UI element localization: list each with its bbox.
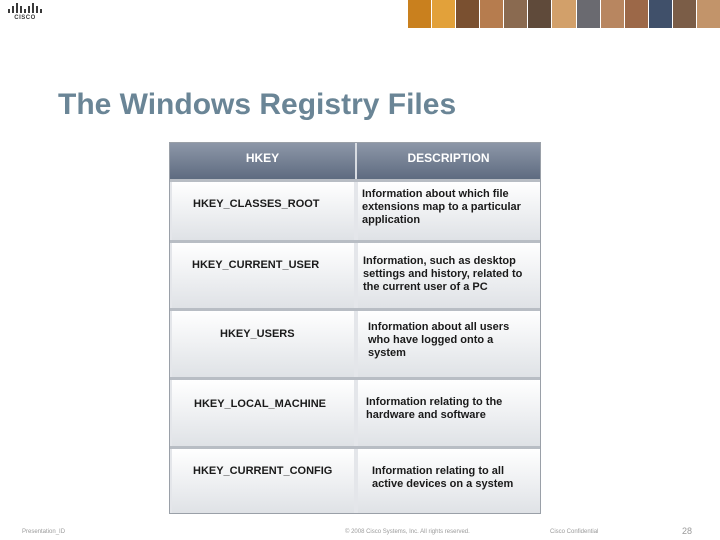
description-cell: Information about which file extensions …: [358, 182, 540, 240]
header-photo-tile: [600, 0, 624, 28]
header-photo-tile: [528, 0, 552, 28]
registry-table: HKEY DESCRIPTION HKEY_CLASSES_ROOT Infor…: [169, 142, 541, 514]
header-photo-tile: [576, 0, 600, 28]
key-cell: HKEY_USERS: [172, 311, 354, 377]
row-divider: [170, 179, 540, 182]
header-photo-tile: [408, 0, 432, 28]
header-photo-tile: [672, 0, 696, 28]
key-text: HKEY_USERS: [220, 328, 295, 340]
row-divider: [170, 240, 540, 243]
cisco-logo: CISCO: [8, 3, 42, 23]
description-text: Information about all users who have log…: [368, 321, 510, 359]
table-row: HKEY_CURRENT_CONFIG Information relating…: [170, 449, 540, 513]
key-cell: HKEY_CURRENT_CONFIG: [172, 449, 354, 513]
header-photo-tile: [552, 0, 576, 28]
slide-title: The Windows Registry Files: [58, 88, 457, 121]
footer-page-number: 28: [682, 526, 693, 536]
description-text: Information, such as desktop settings an…: [363, 255, 523, 293]
table-row: HKEY_CURRENT_USER Information, such as d…: [170, 243, 540, 308]
footer-presentation-id: Presentation_ID: [22, 529, 66, 535]
header-photo-tile: [432, 0, 456, 28]
header-photo-tile: [648, 0, 672, 28]
key-text: HKEY_CURRENT_USER: [192, 259, 320, 271]
key-cell: HKEY_LOCAL_MACHINE: [172, 380, 354, 446]
description-text: Information relating to the hardware and…: [366, 396, 503, 421]
header-photo-tile: [696, 0, 720, 28]
key-text: HKEY_LOCAL_MACHINE: [194, 398, 327, 410]
key-text: HKEY_CLASSES_ROOT: [193, 198, 320, 210]
cisco-logo-bars-icon: [8, 3, 42, 13]
table-row: HKEY_CLASSES_ROOT Information about whic…: [170, 182, 540, 240]
column-header-hkey: HKEY: [245, 151, 280, 165]
description-text: Information about which file extensions …: [362, 188, 521, 226]
row-divider: [170, 308, 540, 311]
description-cell: Information relating to all active devic…: [358, 449, 540, 513]
row-divider: [170, 446, 540, 449]
header-photo-tile: [504, 0, 528, 28]
header-photo-strip: [408, 0, 720, 28]
header-photo-tile: [624, 0, 648, 28]
key-cell: HKEY_CLASSES_ROOT: [172, 182, 354, 240]
description-text: Information relating to all active devic…: [372, 465, 514, 490]
description-cell: Information relating to the hardware and…: [358, 380, 540, 446]
key-text: HKEY_CURRENT_CONFIG: [193, 465, 333, 477]
description-cell: Information about all users who have log…: [358, 311, 540, 377]
cisco-logo-text: CISCO: [14, 15, 36, 21]
footer-confidential: Cisco Confidential: [550, 529, 599, 535]
slide-header: CISCO: [0, 0, 720, 28]
key-cell: HKEY_CURRENT_USER: [172, 243, 354, 308]
header-photo-tile: [456, 0, 480, 28]
header-divider: [355, 143, 357, 179]
table-row: HKEY_LOCAL_MACHINE Information relating …: [170, 380, 540, 446]
table-header: HKEY DESCRIPTION: [170, 143, 540, 179]
row-divider: [170, 377, 540, 380]
header-photo-tile: [480, 0, 504, 28]
description-cell: Information, such as desktop settings an…: [358, 243, 540, 308]
table-row: HKEY_USERS Information about all users w…: [170, 311, 540, 377]
footer-copyright: © 2008 Cisco Systems, Inc. All rights re…: [345, 529, 470, 535]
column-header-description: DESCRIPTION: [407, 151, 490, 165]
